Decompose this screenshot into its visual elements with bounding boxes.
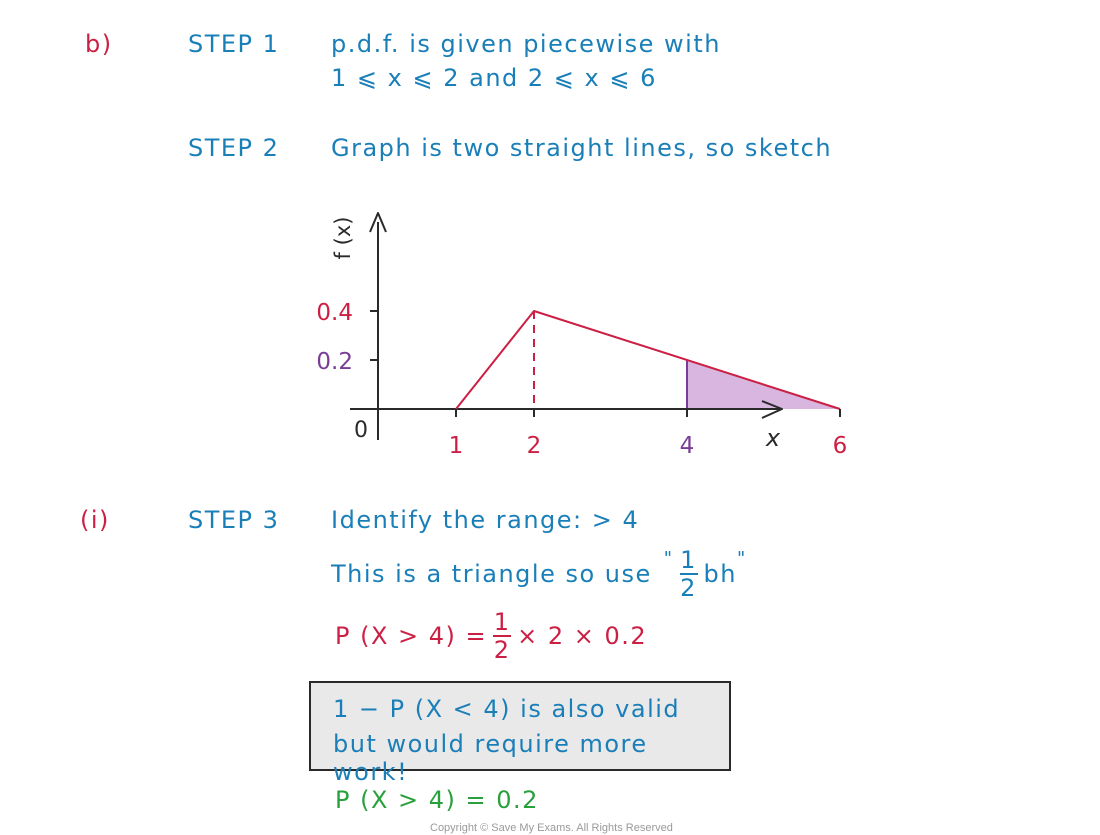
x-axis-arrow [761, 400, 783, 419]
step3-label: STEP 3 [188, 506, 280, 534]
y-axis-arrow [369, 212, 387, 233]
quote-open: " [663, 548, 674, 569]
step3-line2-suffix: bh [703, 560, 737, 588]
x-tick-label-2: 4 [680, 433, 695, 459]
half-denominator: 2 [680, 574, 697, 602]
step1-line1: p.d.f. is given piecewise with [331, 30, 721, 58]
half-fraction: 1 2 [679, 546, 698, 602]
note-line2: but would require more work! [333, 730, 648, 786]
origin-label: 0 [354, 418, 368, 443]
calc-numerator: 1 [493, 608, 511, 636]
step2-text: Graph is two straight lines, so sketch [331, 134, 833, 162]
note-box: 1 − P (X < 4) is also valid but would re… [309, 681, 731, 786]
note-line1: 1 − P (X < 4) is also valid [333, 695, 681, 723]
y-tick-label-1: 0.2 [316, 349, 353, 375]
step3-line1: Identify the range: > 4 [331, 506, 640, 534]
part-i-label: (i) [80, 506, 110, 534]
y-axis-label: f (x) [331, 217, 355, 260]
final-answer: P (X > 4) = 0.2 [335, 786, 539, 814]
x-axis-label: x [765, 424, 781, 452]
part-b-label: b) [85, 30, 113, 58]
step3-line2-prefix: This is a triangle so use [331, 560, 652, 588]
calc-suffix: × 2 × 0.2 [517, 622, 648, 650]
x-tick-label-1: 2 [527, 433, 542, 459]
x-tick-label-3: 6 [833, 433, 848, 459]
x-tick-label-0: 1 [449, 433, 464, 459]
half-numerator: 1 [680, 546, 697, 574]
step1-line2: 1 ⩽ x ⩽ 2 and 2 ⩽ x ⩽ 6 [331, 64, 657, 92]
copyright-text: Copyright © Save My Exams. All Rights Re… [430, 822, 673, 834]
calc-fraction: 1 2 [493, 608, 512, 664]
quote-close: " [737, 548, 747, 569]
y-tick-label-0: 0.4 [316, 300, 353, 326]
calc-denominator: 2 [493, 636, 511, 664]
calc-prefix: P (X > 4) = [335, 622, 488, 650]
calc-line: P (X > 4) = 1 2 × 2 × 0.2 [335, 610, 647, 662]
step3-line2: This is a triangle so use " 1 2 bh " [331, 548, 747, 600]
step2-label: STEP 2 [188, 134, 280, 162]
step1-label: STEP 1 [188, 30, 280, 58]
